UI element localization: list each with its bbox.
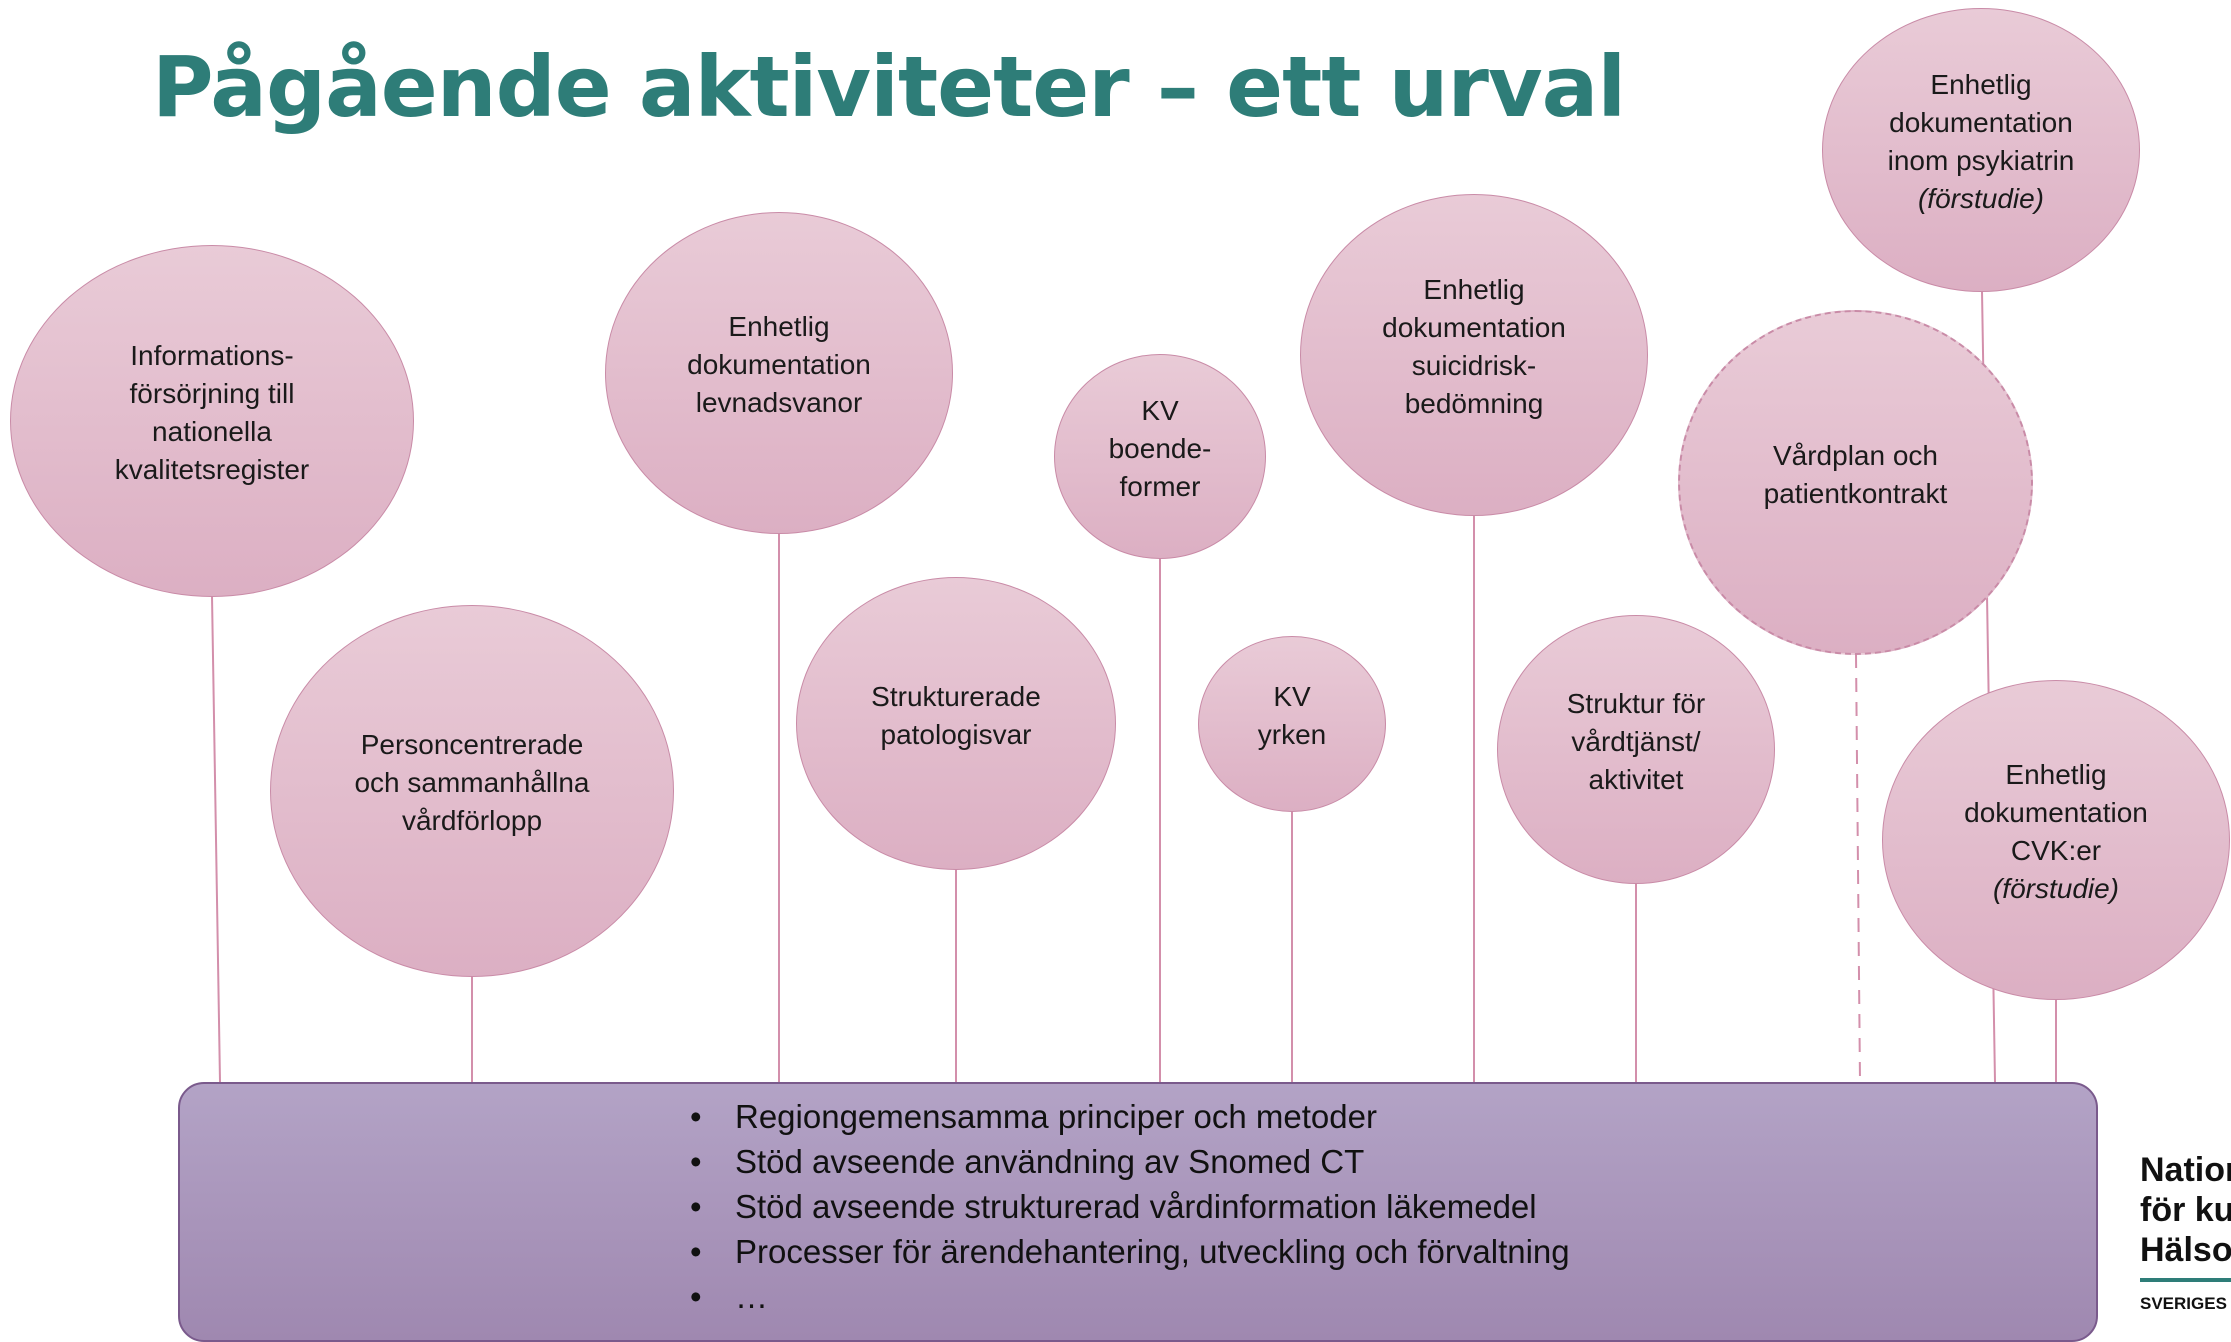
- foundation-banner: Regiongemensamma principer och metoder S…: [178, 1082, 2098, 1342]
- stem-vardplan: [1855, 653, 1861, 1083]
- bubble-patologisvar: Strukturerade patologisvar: [796, 577, 1116, 870]
- bubble-psykiatrin-text: Enhetlig dokumentation inom psykiatrin (f…: [1888, 66, 2075, 234]
- bubble-cvk-label: Enhetlig dokumentation CVK:er: [1964, 759, 2148, 866]
- bubble-suicidrisk-text: Enhetlig dokumentation suicidrisk- bedöm…: [1382, 274, 1566, 419]
- banner-list: Regiongemensamma principer och metoder S…: [690, 1094, 1570, 1319]
- banner-item: Stöd avseende strukturerad vårdinformati…: [690, 1184, 1570, 1229]
- bubble-psykiatrin-label: Enhetlig dokumentation inom psykiatrin: [1887, 69, 2075, 176]
- bubble-kvalitetsregister-text: Informations- försörjning till nationell…: [114, 340, 310, 485]
- bubble-vardplan: Vårdplan och patientkontrakt: [1678, 310, 2033, 655]
- bubble-levnadsvanor: Enhetlig dokumentation levnadsvanor: [605, 212, 953, 534]
- brand-rule: [2140, 1278, 2231, 1282]
- bubble-yrken: KV yrken: [1198, 636, 1386, 812]
- banner-item: Stöd avseende användning av Snomed CT: [690, 1139, 1570, 1184]
- brand-subtitle: SVERIGES: [2140, 1294, 2227, 1313]
- bubble-patologisvar-text: Strukturerade patologisvar: [871, 680, 1041, 750]
- bubble-psykiatrin-note: (förstudie): [1917, 183, 2045, 214]
- bubble-vardplan-text: Vårdplan och patientkontrakt: [1763, 439, 1948, 509]
- bubble-vardforlopp: Personcentrerade och sammanhållna vårdfö…: [270, 605, 674, 977]
- bubble-vardtjanst-text: Struktur för vårdtjänst/ aktivitet: [1566, 687, 1706, 795]
- bubble-cvk: Enhetlig dokumentation CVK:er (förstudie): [1882, 680, 2230, 1000]
- bubble-yrken-text: KV yrken: [1257, 681, 1327, 750]
- bubble-cvk-text: Enhetlig dokumentation CVK:er (förstudie): [1964, 756, 2148, 924]
- banner-item: …: [690, 1274, 1570, 1319]
- bubble-cvk-note: (förstudie): [1992, 873, 2120, 904]
- brand-logo-text: Nation för ku Hälso-: [2140, 1151, 2231, 1269]
- banner-item: Processer för ärendehantering, utvecklin…: [690, 1229, 1570, 1274]
- bubble-psykiatrin: Enhetlig dokumentation inom psykiatrin (f…: [1822, 8, 2140, 292]
- bubble-levnadsvanor-text: Enhetlig dokumentation levnadsvanor: [687, 311, 871, 418]
- bubble-kvalitetsregister: Informations- försörjning till nationell…: [10, 245, 414, 597]
- bubble-boendeformer-text: KV boende- former: [1108, 394, 1212, 502]
- bubble-vardforlopp-text: Personcentrerade och sammanhållna vårdfö…: [354, 729, 590, 836]
- bubble-boendeformer: KV boende- former: [1054, 354, 1266, 559]
- stem-kvalitetsregister: [211, 595, 221, 1083]
- bubble-vardtjanst: Struktur för vårdtjänst/ aktivitet: [1497, 615, 1775, 884]
- bubble-suicidrisk: Enhetlig dokumentation suicidrisk- bedöm…: [1300, 194, 1648, 516]
- page-title: Pågående aktiviteter – ett urval: [152, 38, 1626, 136]
- banner-item: Regiongemensamma principer och metoder: [690, 1094, 1570, 1139]
